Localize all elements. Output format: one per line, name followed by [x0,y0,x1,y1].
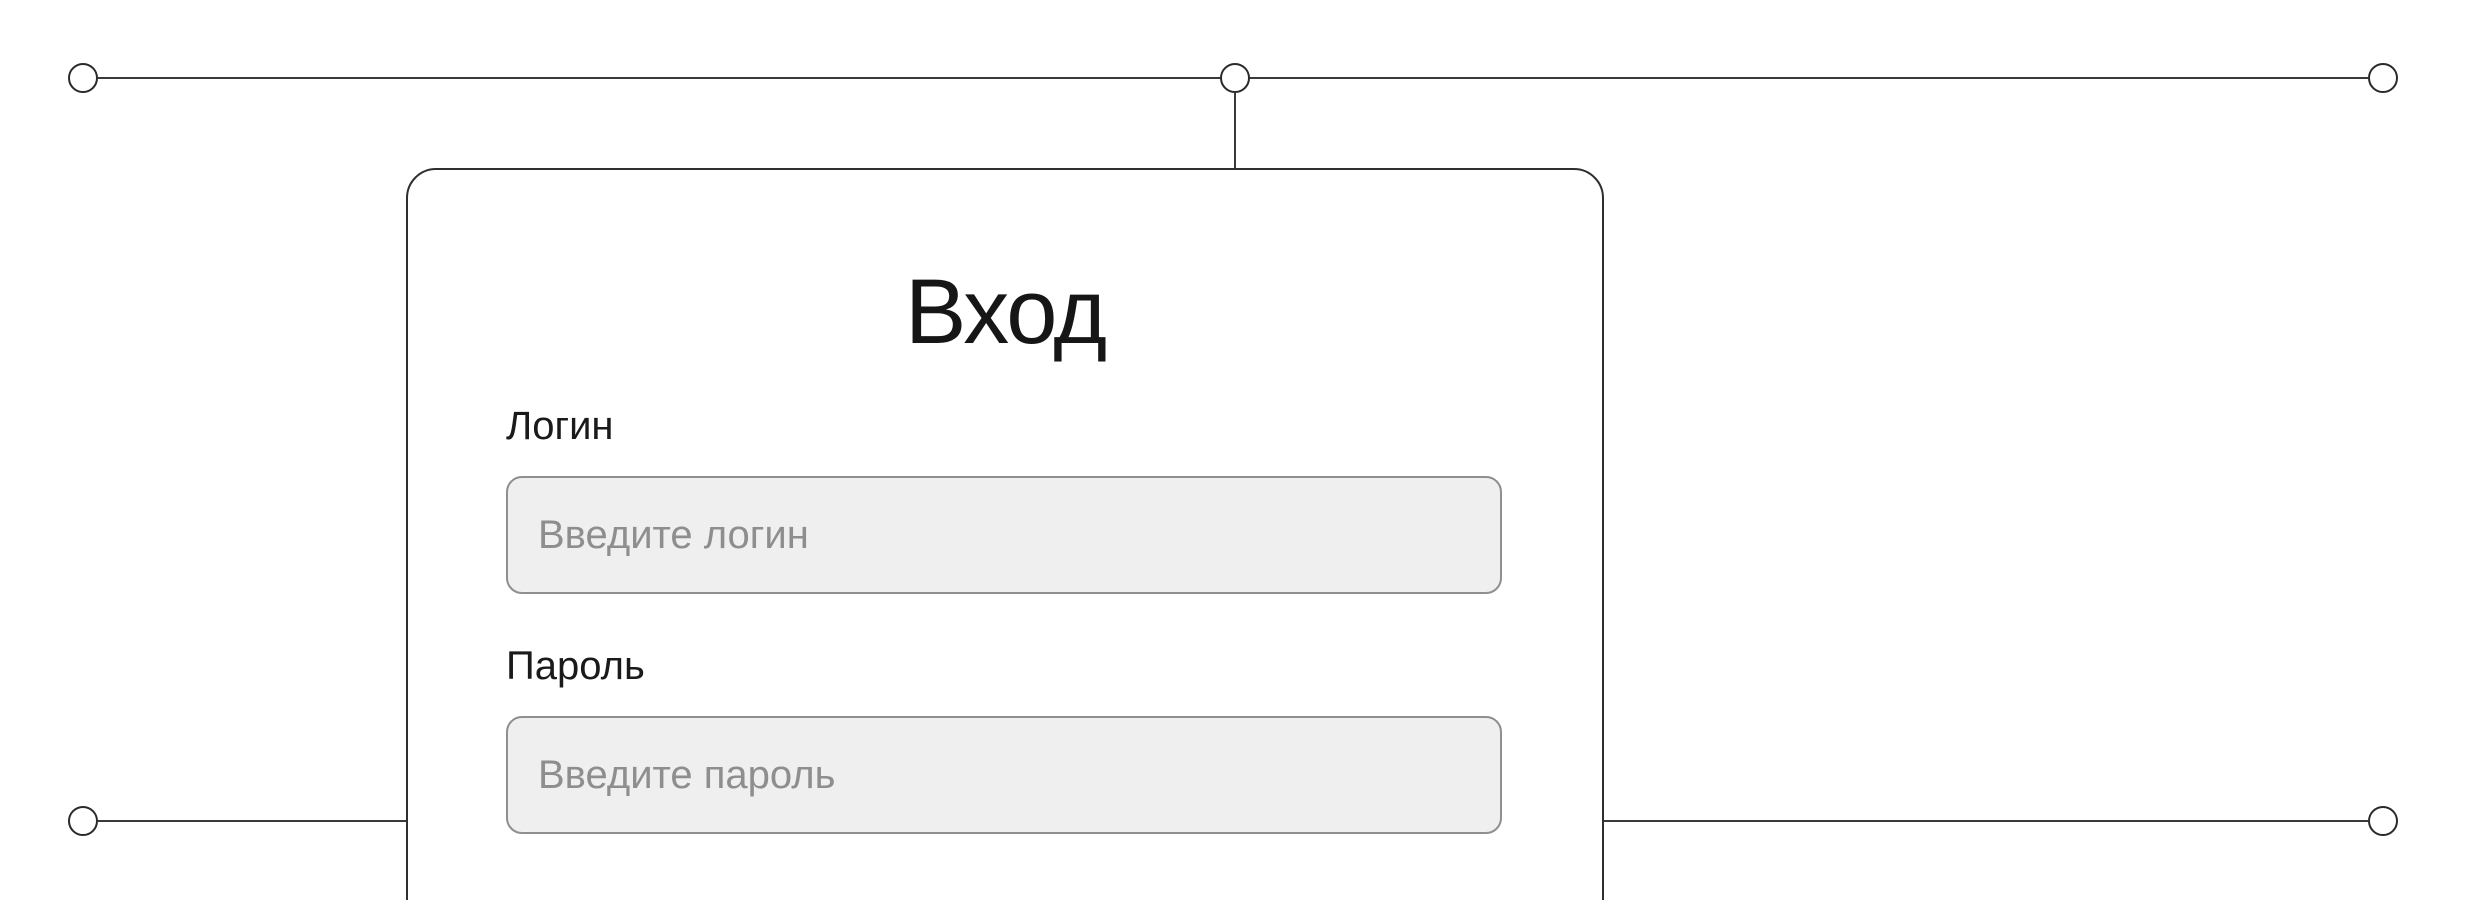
middle-left-connector-line [98,820,408,822]
middle-left-node [68,806,98,836]
center-vertical-connector [1234,93,1236,169]
top-right-node [2368,63,2398,93]
login-label: Логин [506,404,614,448]
top-left-node [68,63,98,93]
top-center-node [1220,63,1250,93]
login-input[interactable] [506,476,1502,594]
page-title: Вход [904,261,1107,363]
login-card: Вход Логин Пароль [406,168,1604,900]
middle-right-node [2368,806,2398,836]
password-input[interactable] [506,716,1502,834]
password-label: Пароль [506,644,645,688]
middle-right-connector-line [1602,820,2368,822]
